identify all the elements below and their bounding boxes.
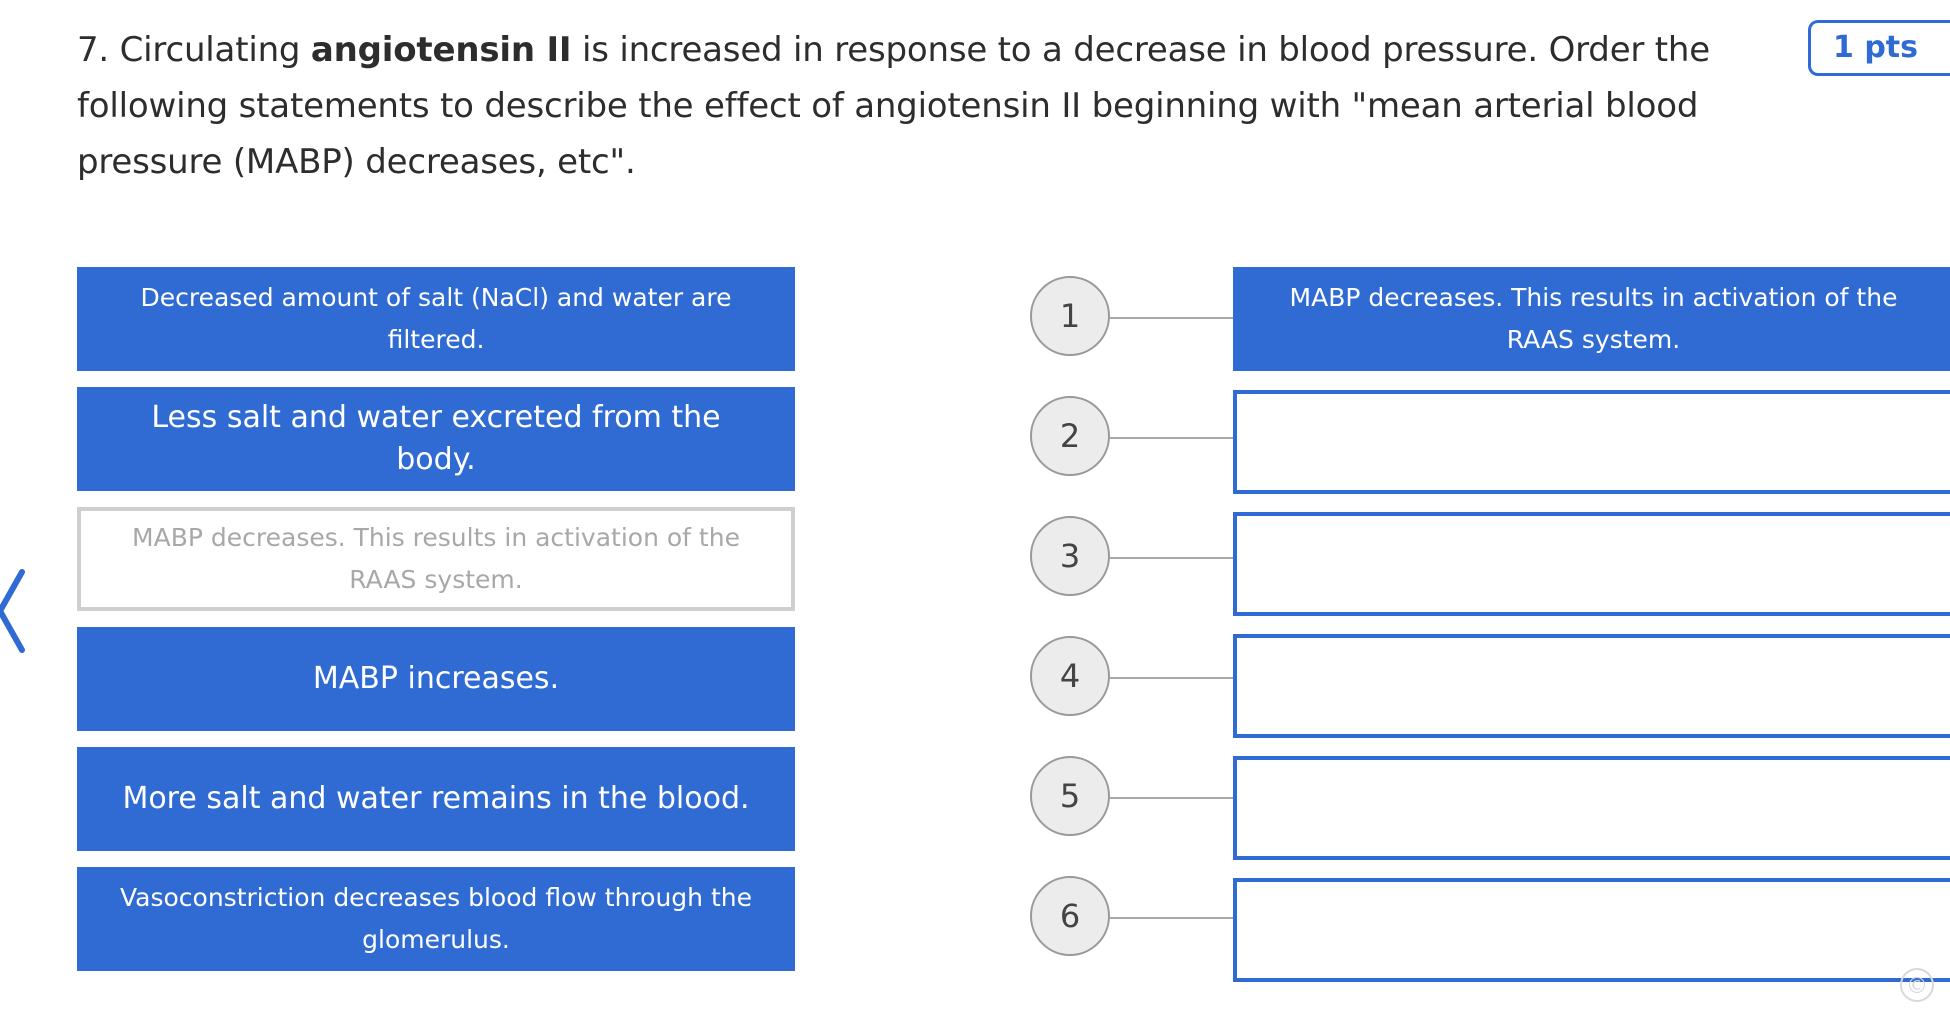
drop-slot-4[interactable] [1233,634,1950,738]
position-marker-2: 2 [1030,396,1235,480]
question-prefix: 7. Circulating [77,30,311,70]
question-text: 7. Circulating angiotensin II is increas… [77,22,1797,190]
draggable-item-less-excreted[interactable]: Less salt and water excreted from the bo… [77,387,795,491]
draggable-item-filtered[interactable]: Decreased amount of salt (NaCl) and wate… [77,267,795,371]
question-suffix: is increased in response to a decrease i… [77,30,1710,182]
draggable-item-label: MABP decreases. This results in activati… [132,523,740,594]
connector-line [1110,317,1235,319]
connector-line [1110,437,1235,439]
draggable-item-more-remains[interactable]: More salt and water remains in the blood… [77,747,795,851]
drop-slot-3[interactable] [1233,512,1950,616]
position-number: 3 [1030,516,1110,596]
connector-line [1110,557,1235,559]
draggable-item-mabp-decreases-used: MABP decreases. This results in activati… [77,507,795,611]
drop-slot-5[interactable] [1233,756,1950,860]
draggable-item-vasoconstriction[interactable]: Vasoconstriction decreases blood flow th… [77,867,795,971]
draggable-item-label: MABP increases. [312,661,560,696]
drop-slot-2[interactable] [1233,390,1950,494]
question-bold-term: angiotensin II [310,30,572,70]
drop-slot-1[interactable]: MABP decreases. This results in activati… [1233,267,1950,371]
drop-slot-6[interactable] [1233,878,1950,982]
draggable-item-mabp-increases[interactable]: MABP increases. [77,627,795,731]
position-number: 2 [1030,396,1110,476]
draggable-item-label: More salt and water remains in the blood… [122,781,750,816]
position-number: 5 [1030,756,1110,836]
position-marker-3: 3 [1030,516,1235,600]
position-marker-5: 5 [1030,756,1235,840]
chevron-left-icon[interactable] [0,566,32,656]
draggable-item-label: Decreased amount of salt (NaCl) and wate… [140,283,732,354]
points-badge: 1 pts [1808,20,1950,76]
connector-line [1110,797,1235,799]
position-number: 1 [1030,276,1110,356]
position-marker-6: 6 [1030,876,1235,960]
position-number: 6 [1030,876,1110,956]
drop-slot-label: MABP decreases. This results in activati… [1289,283,1898,354]
connector-line [1110,917,1235,919]
position-marker-4: 4 [1030,636,1235,720]
connector-line [1110,677,1235,679]
draggable-item-label: Less salt and water excreted from the bo… [151,400,721,477]
position-marker-1: 1 [1030,276,1235,360]
draggable-items-list: Decreased amount of salt (NaCl) and wate… [77,267,795,987]
draggable-item-label: Vasoconstriction decreases blood flow th… [120,883,752,954]
position-number: 4 [1030,636,1110,716]
copyright-icon: © [1900,968,1934,1002]
